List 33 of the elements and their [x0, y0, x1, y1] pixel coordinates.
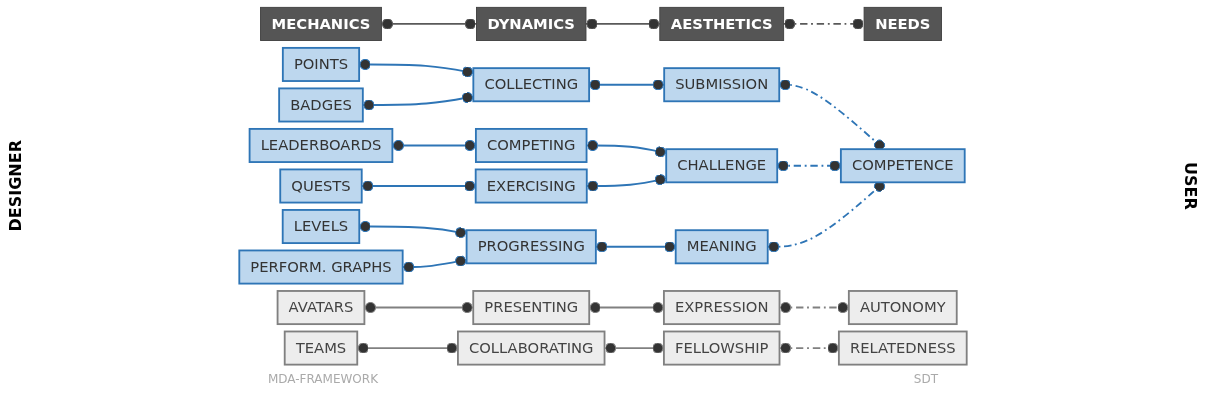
node-box: TEAMS [283, 330, 359, 366]
connector [782, 18, 865, 30]
node-box: PRESENTING [472, 290, 591, 326]
column-caption: SDT [913, 372, 939, 386]
connector [585, 18, 661, 30]
node-box: CHALLENGE [665, 148, 779, 184]
node-box: QUESTS [279, 168, 363, 204]
node-box: LEVELS [281, 209, 361, 244]
node-box: COMPETENCE [839, 148, 966, 184]
node-box: POINTS [281, 46, 361, 82]
column-caption: MDA-FRAMEWORK [267, 372, 378, 386]
node-box: EXPRESSION [663, 290, 781, 326]
axis-label: USER [1181, 162, 1200, 210]
node-box: COLLECTING [472, 67, 591, 103]
node-box: EXERCISING [474, 168, 588, 204]
node-box: PERFORM. GRAPHS [238, 249, 404, 285]
node-box: BADGES [278, 87, 364, 123]
node-box: AVATARS [276, 290, 366, 326]
node-box: AESTHETICS [659, 6, 785, 41]
node-box: PROGRESSING [465, 229, 597, 265]
connector [380, 18, 478, 30]
node-box: RELATEDNESS [837, 330, 968, 366]
node-box: SUBMISSION [663, 67, 781, 103]
node-box: COLLABORATING [457, 330, 606, 366]
node-box: MECHANICS [260, 6, 382, 41]
axis-label: DESIGNER [6, 140, 25, 232]
node-box: DYNAMICS [476, 6, 587, 41]
node-box: LEADERBOARDS [248, 128, 394, 163]
node-box: FELLOWSHIP [663, 330, 781, 366]
node-box: AUTONOMY [847, 290, 958, 326]
node-box: MEANING [674, 229, 769, 265]
node-box: COMPETING [474, 128, 588, 163]
node-box: NEEDS [863, 6, 942, 41]
